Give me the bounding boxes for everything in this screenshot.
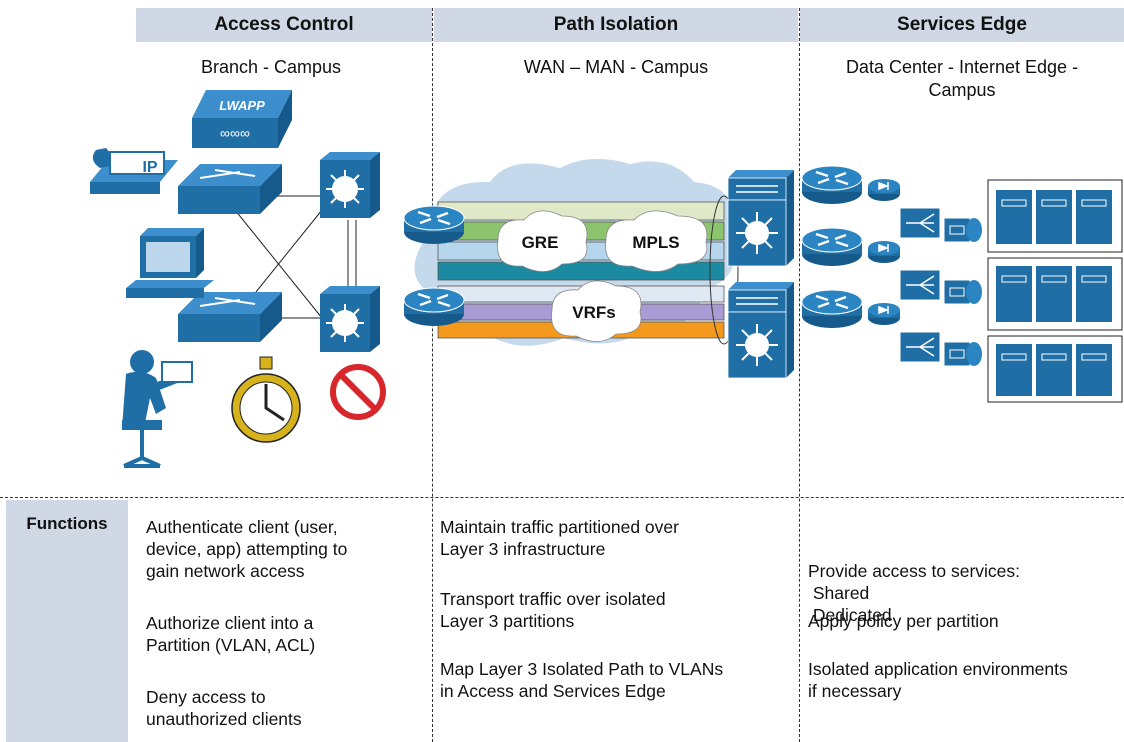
edge-routers — [800, 164, 864, 330]
subtitle-access-control: Branch - Campus — [200, 57, 342, 77]
svg-text:∞∞∞: ∞∞∞ — [220, 125, 250, 141]
server-module-icons — [943, 217, 982, 367]
services-function-1: Provide access to services: Shared Dedic… — [808, 561, 1021, 625]
gre-label: GRE — [522, 233, 559, 252]
load-balancer-icons — [899, 207, 941, 363]
wan-router-bottom-icon — [402, 286, 466, 328]
edge-router-1-icon — [800, 164, 864, 206]
header-path-isolation: Path Isolation — [434, 8, 798, 42]
header-services-edge: Services Edge — [800, 8, 1124, 42]
mpls-cloud: MPLS — [605, 210, 708, 272]
ip-label: IP — [142, 159, 157, 176]
user-icon — [122, 350, 193, 468]
access-switch-top-icon — [178, 164, 282, 214]
firewall-icons — [868, 179, 900, 325]
edge-router-2-icon — [800, 226, 864, 268]
deny-icon — [330, 364, 386, 420]
divider-left — [432, 8, 433, 742]
access-switch-bottom-icon — [178, 292, 282, 342]
functions-label: Functions — [6, 500, 128, 742]
edge-router-3-icon — [800, 288, 864, 330]
subtitle-path-isolation: WAN – MAN - Campus — [523, 57, 709, 77]
divider-right — [799, 8, 800, 742]
core-switch-bottom-icon — [727, 282, 794, 379]
multilayer-switch-top-icon — [320, 152, 380, 218]
subtitle-services-edge-line1: Data Center - Internet Edge - — [845, 57, 1079, 77]
subtitle-services-edge-line2: Campus — [928, 80, 996, 100]
access-function-1: Authenticate client (user,device, app) a… — [146, 517, 348, 581]
vrfs-label: VRFs — [572, 303, 615, 322]
divider-functions — [0, 497, 1124, 498]
header-access-control: Access Control — [136, 8, 432, 42]
pc-icon — [126, 228, 214, 298]
ip-phone-icon: IP — [90, 148, 178, 194]
server-icons — [996, 190, 1112, 396]
wan-router-top-icon — [402, 204, 466, 246]
lwapp-label: LWAPP — [219, 98, 265, 113]
gre-cloud: GRE — [497, 210, 588, 272]
multilayer-switch-bottom-icon — [320, 286, 380, 352]
stopwatch-icon — [231, 356, 301, 443]
services-function-2: Apply policy per partition — [808, 611, 999, 631]
network-diagram: LWAPP ∞∞∞ IP — [90, 90, 1123, 468]
lwapp-access-point-icon: LWAPP ∞∞∞ — [192, 90, 292, 148]
vrfs-cloud: VRFs — [551, 280, 642, 342]
mpls-label: MPLS — [632, 233, 679, 252]
core-switch-top-icon — [727, 170, 794, 267]
